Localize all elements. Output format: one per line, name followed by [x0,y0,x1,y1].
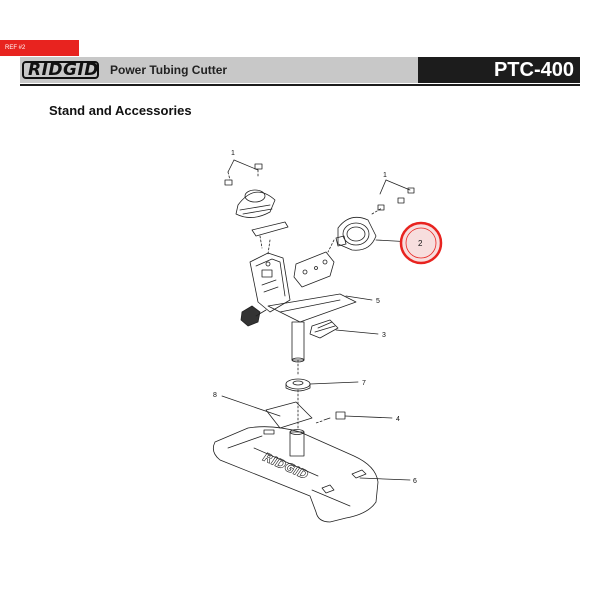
leader-lines [221,239,413,481]
part-6-base [212,426,379,523]
part-2-highlight-circle [399,221,443,265]
header-model-panel [418,57,580,83]
section-title: Stand and Accessories [49,103,192,118]
part-1-screws-right [371,179,415,215]
base-ridgid-logo: RIDGID [261,450,311,482]
part-3-clamp-knob [309,319,339,339]
part-7-washer [285,378,311,392]
part-2-motor-head [335,216,377,251]
callout-2: 2 [418,239,423,248]
brand-logo-frame [22,61,99,79]
part-4-bolt [315,411,346,424]
callout-5: 5 [376,298,380,305]
product-name: Power Tubing Cutter [110,63,228,77]
part-1-screws-left [224,159,263,186]
callout-6: 6 [413,478,417,485]
callout-3: 3 [382,332,386,339]
part-left-knob [240,305,267,327]
callout-4: 4 [396,416,400,423]
part-side-plate [293,251,335,288]
model-number: PTC-400 [493,59,574,81]
part-vertical-post [291,321,305,363]
header-rule [20,84,580,86]
callout-7: 7 [362,380,366,387]
part-mount-plate [251,221,289,249]
part-5-table-plate [267,293,357,323]
callout-1-right: 1 [383,172,387,179]
part-8-rubber-pad [265,401,313,429]
callout-1-left: 1 [231,150,235,157]
brand-logo: RIDGID [28,60,99,80]
alignment-lines [267,239,335,431]
callout-8: 8 [213,392,217,399]
part-top-mount [235,189,276,218]
ref-tag: REF #2 [0,40,79,56]
